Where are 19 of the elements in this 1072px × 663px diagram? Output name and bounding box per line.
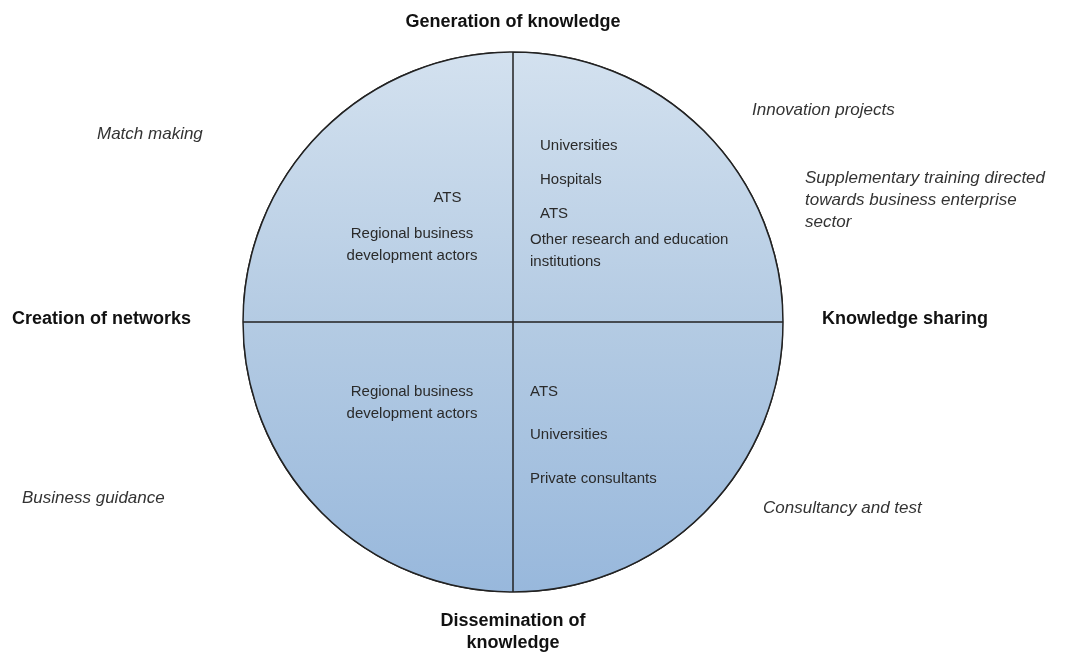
actor-text: ATS <box>432 187 463 207</box>
activity-label: Consultancy and test <box>763 497 924 519</box>
activity-label: Innovation projects <box>752 99 896 121</box>
actor-text: ATS <box>540 203 570 223</box>
axis-heading: Dissemination of knowledge <box>439 609 587 653</box>
activity-label: Business guidance <box>22 487 166 509</box>
actor-text: ATS <box>530 381 560 401</box>
actor-text: Universities <box>530 424 609 444</box>
actor-text: Hospitals <box>540 169 603 189</box>
actor-text: Regional business development actors <box>345 381 479 423</box>
actor-text: Universities <box>540 135 619 155</box>
axis-heading: Generation of knowledge <box>404 10 622 32</box>
axis-heading: Knowledge sharing <box>822 307 990 329</box>
axis-heading: Creation of networks <box>12 307 193 329</box>
actor-text: Private consultants <box>530 468 658 488</box>
activity-label: Match making <box>97 123 204 145</box>
actor-text: Other research and education institutions <box>530 229 730 271</box>
actor-text: Regional business development actors <box>345 223 479 265</box>
activity-label: Supplementary training directed towards business enterprise sector <box>805 167 1047 233</box>
